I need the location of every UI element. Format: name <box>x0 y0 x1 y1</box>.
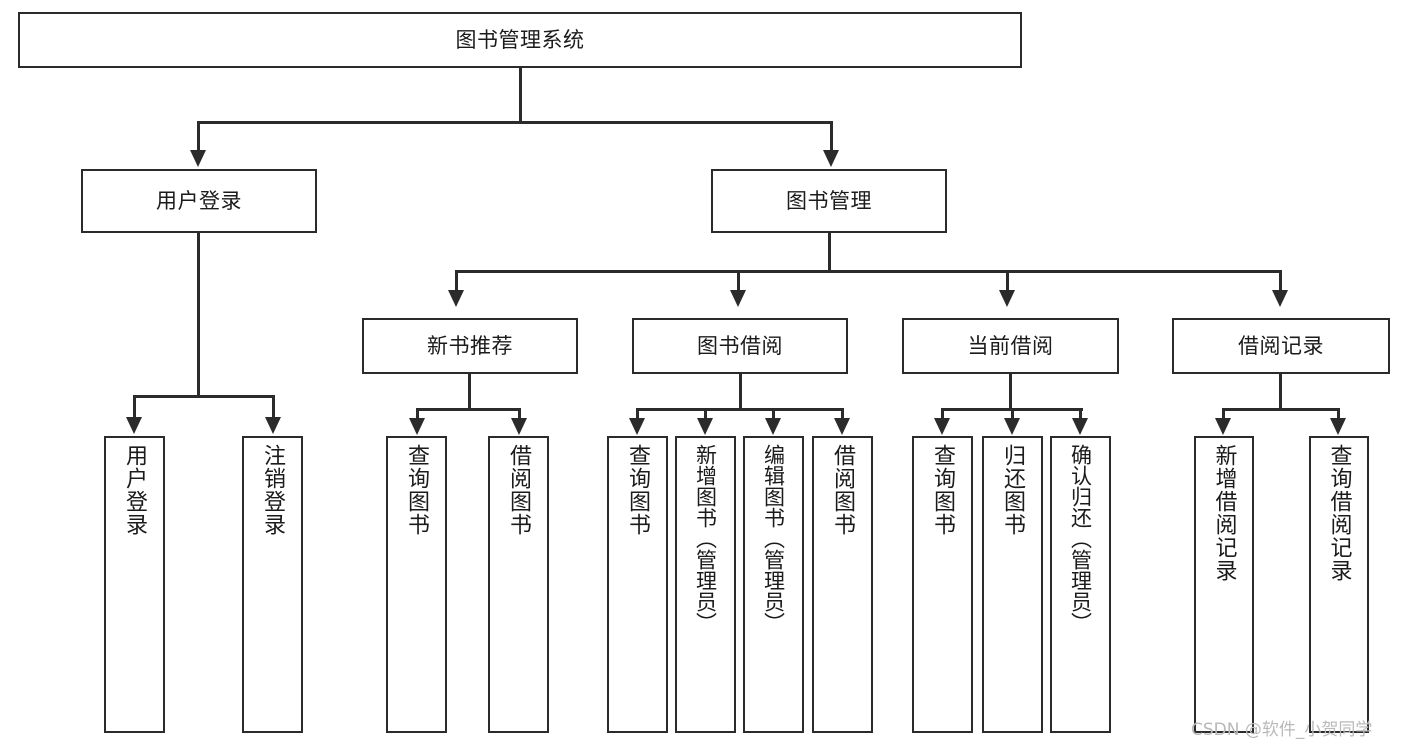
node-book-management[interactable]: 图书管理 <box>711 169 947 233</box>
connector-book-mgmt-branch-4 <box>1279 270 1282 292</box>
leaf-borrow-record-2-label: 查询借阅记录 <box>1326 444 1352 582</box>
leaf-current-borrow-1-label: 查询图书 <box>930 444 956 536</box>
arrow-book-borrow-leaf-2 <box>697 418 713 435</box>
node-user-login[interactable]: 用户登录 <box>81 169 317 233</box>
connector-book-mgmt-branch-1 <box>455 270 458 292</box>
connector-root-to-user-login <box>197 121 200 152</box>
connector-book-borrow-bus <box>636 408 844 411</box>
arrow-book-mgmt-to-borrow-record <box>1272 290 1288 307</box>
connector-borrow-record-stem <box>1279 374 1282 410</box>
connector-new-book-branch-2 <box>518 408 521 420</box>
arrow-user-login-leaf-1 <box>126 417 142 434</box>
leaf-book-borrow-3-label: 编辑图书（管理员） <box>761 444 786 633</box>
arrow-book-borrow-leaf-1 <box>629 418 645 435</box>
node-current-borrow-label: 当前借阅 <box>967 333 1054 358</box>
leaf-book-borrow-3[interactable]: 编辑图书（管理员） <box>743 436 804 733</box>
leaf-borrow-record-2[interactable]: 查询借阅记录 <box>1309 436 1369 733</box>
connector-book-borrow-branch-1 <box>636 408 639 420</box>
arrow-borrow-record-leaf-1 <box>1215 418 1231 435</box>
node-current-borrow[interactable]: 当前借阅 <box>902 318 1119 374</box>
arrow-root-to-book-mgmt <box>823 150 839 167</box>
leaf-book-borrow-1[interactable]: 查询图书 <box>607 436 668 733</box>
node-borrow-record-label: 借阅记录 <box>1238 333 1324 358</box>
connector-root-bus <box>197 121 833 124</box>
leaf-new-book-1-label: 查询图书 <box>404 444 430 536</box>
arrow-book-borrow-leaf-3 <box>765 418 781 435</box>
node-borrow-record[interactable]: 借阅记录 <box>1172 318 1390 374</box>
connector-book-borrow-stem <box>739 374 742 410</box>
leaf-user-login-2-label: 注销登录 <box>260 444 286 536</box>
arrow-new-book-leaf-2 <box>511 418 527 435</box>
arrow-current-borrow-leaf-1 <box>934 418 950 435</box>
connector-book-mgmt-branch-2 <box>737 270 740 292</box>
arrow-borrow-record-leaf-2 <box>1330 418 1346 435</box>
connector-current-borrow-branch-2 <box>1011 408 1014 420</box>
connector-borrow-record-bus <box>1222 408 1340 411</box>
leaf-book-borrow-4[interactable]: 借阅图书 <box>812 436 873 733</box>
node-root[interactable]: 图书管理系统 <box>18 12 1022 68</box>
arrow-current-borrow-leaf-3 <box>1072 418 1088 435</box>
connector-book-borrow-branch-2 <box>704 408 707 420</box>
csdn-watermark: CSDN @软件_小贺同学 <box>1191 720 1373 740</box>
leaf-current-borrow-2-label: 归还图书 <box>1000 444 1026 536</box>
connector-user-login-branch-2 <box>272 395 275 419</box>
node-user-login-label: 用户登录 <box>156 188 242 213</box>
leaf-borrow-record-1[interactable]: 新增借阅记录 <box>1194 436 1254 733</box>
node-new-book-recommend-label: 新书推荐 <box>427 333 513 358</box>
leaf-current-borrow-2[interactable]: 归还图书 <box>982 436 1043 733</box>
node-book-borrow[interactable]: 图书借阅 <box>632 318 848 374</box>
connector-user-login-branch-1 <box>133 395 136 419</box>
connector-book-mgmt-branch-3 <box>1006 270 1009 292</box>
leaf-borrow-record-1-label: 新增借阅记录 <box>1211 444 1237 582</box>
leaf-user-login-1-label: 用户登录 <box>122 444 148 536</box>
connector-book-mgmt-stem <box>828 233 831 272</box>
connector-current-borrow-branch-3 <box>1079 408 1082 420</box>
leaf-current-borrow-3-label: 确认归还（管理员） <box>1068 444 1093 633</box>
leaf-new-book-2-label: 借阅图书 <box>506 444 532 536</box>
connector-user-login-stem <box>197 233 200 397</box>
leaf-new-book-2[interactable]: 借阅图书 <box>488 436 549 733</box>
leaf-user-login-1[interactable]: 用户登录 <box>104 436 165 733</box>
leaf-new-book-1[interactable]: 查询图书 <box>386 436 447 733</box>
node-root-label: 图书管理系统 <box>455 27 585 52</box>
leaf-book-borrow-2-label: 新增图书（管理员） <box>693 444 718 633</box>
connector-current-borrow-stem <box>1009 374 1012 410</box>
arrow-book-mgmt-to-book-borrow <box>730 290 746 307</box>
arrow-book-borrow-leaf-4 <box>834 418 850 435</box>
leaf-book-borrow-2[interactable]: 新增图书（管理员） <box>675 436 736 733</box>
leaf-current-borrow-3[interactable]: 确认归还（管理员） <box>1050 436 1111 733</box>
arrow-root-to-user-login <box>190 150 206 167</box>
connector-book-borrow-branch-4 <box>841 408 844 420</box>
connector-root-stem <box>519 68 522 123</box>
connector-new-book-branch-1 <box>416 408 419 420</box>
arrow-book-mgmt-to-new-book <box>448 290 464 307</box>
connector-new-book-bus <box>416 408 521 411</box>
arrow-book-mgmt-to-current-borrow <box>999 290 1015 307</box>
connector-new-book-stem <box>468 374 471 410</box>
leaf-book-borrow-4-label: 借阅图书 <box>830 444 856 536</box>
leaf-current-borrow-1[interactable]: 查询图书 <box>912 436 973 733</box>
connector-book-mgmt-bus <box>455 270 1282 273</box>
connector-borrow-record-branch-2 <box>1337 408 1340 420</box>
arrow-new-book-leaf-1 <box>409 418 425 435</box>
connector-user-login-bus <box>133 395 275 398</box>
connector-current-borrow-branch-1 <box>941 408 944 420</box>
connector-root-to-book-mgmt <box>830 121 833 152</box>
connector-book-borrow-branch-3 <box>772 408 775 420</box>
arrow-user-login-leaf-2 <box>265 417 281 434</box>
leaf-book-borrow-1-label: 查询图书 <box>625 444 651 536</box>
leaf-user-login-2[interactable]: 注销登录 <box>242 436 303 733</box>
node-new-book-recommend[interactable]: 新书推荐 <box>362 318 578 374</box>
node-book-management-label: 图书管理 <box>786 188 872 213</box>
node-book-borrow-label: 图书借阅 <box>697 333 783 358</box>
arrow-current-borrow-leaf-2 <box>1004 418 1020 435</box>
connector-borrow-record-branch-1 <box>1222 408 1225 420</box>
